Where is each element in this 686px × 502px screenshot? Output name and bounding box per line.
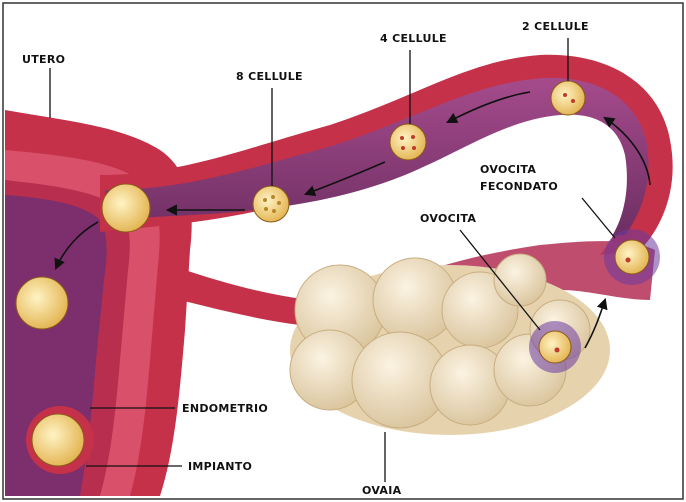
blastocyst — [16, 277, 68, 329]
label-ovaia: OVAIA — [362, 484, 402, 497]
label-utero: UTERO — [22, 53, 65, 66]
implant-embryo — [32, 414, 84, 466]
oocyte — [539, 331, 571, 363]
cell-4 — [390, 124, 426, 160]
cell-8 — [253, 186, 289, 222]
label-2-cellule: 2 CELLULE — [522, 20, 589, 33]
label-4-cellule: 4 CELLULE — [380, 32, 447, 45]
label-ovocita-fecondato-line2: FECONDATO — [480, 180, 558, 193]
label-8-cellule: 8 CELLULE — [236, 70, 303, 83]
label-ovocita-fecondato-line1: OVOCITA — [480, 163, 536, 176]
morula — [102, 184, 150, 232]
label-impianto: IMPIANTO — [188, 460, 252, 473]
label-endometrio: ENDOMETRIO — [182, 402, 268, 415]
fertilized-oocyte — [615, 240, 649, 274]
label-ovocita: OVOCITA — [420, 212, 476, 225]
cell-2 — [551, 81, 585, 115]
